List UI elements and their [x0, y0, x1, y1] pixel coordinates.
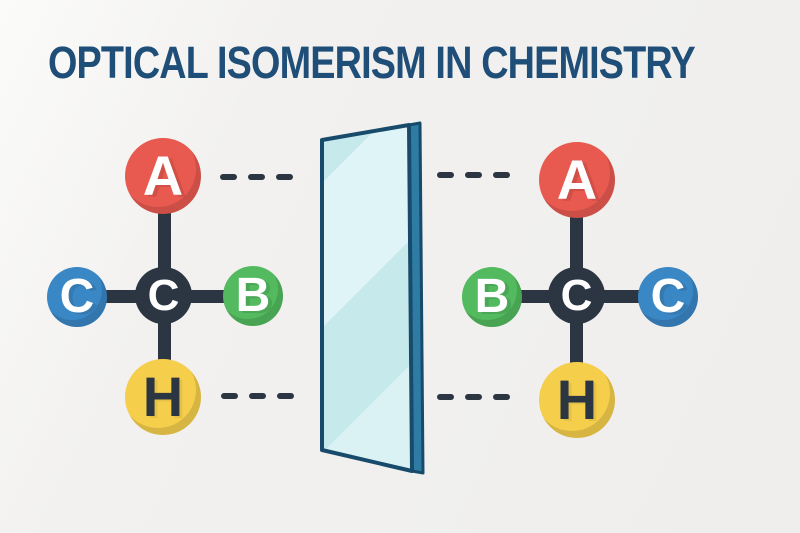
dashed-line-top-right: [437, 172, 510, 178]
mirror-glass: [322, 125, 412, 471]
dashed-line-bottom-left: [221, 393, 294, 399]
dashed-line-bottom-right: [437, 394, 510, 400]
dash-segment: [465, 394, 482, 400]
atom-b: B: [223, 266, 283, 326]
atom-c-substituent: C: [638, 267, 698, 327]
bond-horizontal: [77, 290, 253, 303]
atom-a: A: [125, 138, 201, 214]
dash-segment: [220, 174, 237, 180]
page-title: OPTICAL ISOMERISM IN CHEMISTRY: [48, 37, 696, 88]
dash-segment: [493, 394, 510, 400]
atom-h-label: H: [142, 365, 184, 428]
atom-h: H: [539, 362, 615, 438]
dash-segment: [493, 172, 510, 178]
atom-c-substituent: C: [47, 267, 107, 327]
dash-segment: [437, 394, 454, 400]
bond-vertical: [158, 176, 171, 397]
atom-c-substituent-label: C: [650, 270, 686, 323]
bond-vertical: [570, 180, 583, 400]
atom-a: A: [539, 142, 615, 218]
dash-segment: [249, 393, 266, 399]
atom-h: H: [125, 359, 201, 435]
dashed-line-top-left: [220, 174, 293, 180]
dash-segment: [276, 174, 293, 180]
atom-a-label: A: [142, 144, 184, 207]
atom-b-label: B: [474, 270, 510, 323]
dash-segment: [248, 174, 265, 180]
atom-c-substituent-label: C: [59, 270, 95, 323]
bond-horizontal: [492, 290, 668, 303]
mirror-frame: [320, 123, 414, 473]
dash-segment: [465, 172, 482, 178]
atom-b-label: B: [235, 269, 271, 322]
central-carbon: C: [135, 267, 192, 324]
dash-segment: [221, 393, 238, 399]
central-carbon-label: C: [147, 270, 180, 320]
central-carbon-label: C: [560, 270, 593, 320]
dash-segment: [437, 172, 454, 178]
central-carbon: C: [548, 267, 605, 324]
mirror: [320, 121, 425, 475]
atom-b: B: [462, 267, 522, 327]
atom-a-label: A: [556, 148, 598, 211]
dash-segment: [277, 393, 294, 399]
atom-h-label: H: [556, 368, 598, 431]
